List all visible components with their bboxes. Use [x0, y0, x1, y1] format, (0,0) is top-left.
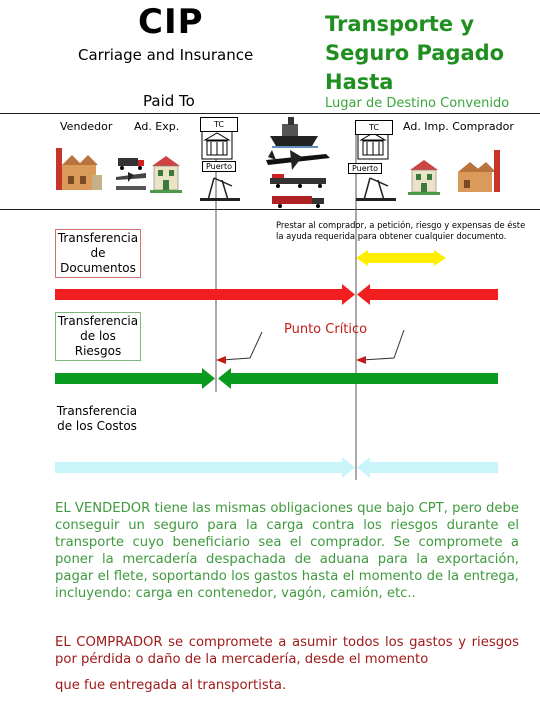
- truck-icon: [118, 158, 144, 170]
- top-divider: [0, 113, 540, 114]
- documentos-help-arrowhead-left: [356, 250, 368, 266]
- documentos-help-arrowhead-right: [434, 250, 446, 266]
- building-icon: [408, 160, 440, 195]
- ad-imp-comprador-label: Ad. Imp. Comprador: [403, 120, 514, 133]
- customs-house-icon: [150, 156, 182, 193]
- documentos-note: Prestar al comprador, a petición, riesgo…: [276, 220, 526, 241]
- factory-icon: [56, 148, 102, 190]
- riesgos-bar-left: [55, 373, 203, 384]
- warehouse-icon: [458, 150, 500, 192]
- box-documentos: Transferencia de Documentos: [55, 229, 141, 278]
- vendedor-paragraph: EL VENDEDOR tiene las mismas obligacione…: [55, 501, 519, 601]
- puerto-right-label: Puerto: [348, 163, 382, 174]
- title-spanish: Transporte y Seguro Pagado Hasta: [325, 12, 505, 94]
- aduana-right-icon: [357, 130, 389, 160]
- punto-critico-pointer-left: [221, 331, 263, 361]
- ship-icon: [270, 117, 318, 148]
- documentos-arrowhead-right: [357, 284, 370, 305]
- lugar-destino-label: Lugar de Destino Convenido: [325, 96, 510, 111]
- crane-icon: [200, 177, 240, 201]
- punto-critico-pointer-right: [361, 329, 405, 361]
- vendedor-label: Vendedor: [60, 120, 113, 133]
- train-icon: [270, 174, 326, 188]
- riesgos-arrowhead-left: [202, 368, 215, 389]
- page-title: CIP: [138, 2, 204, 42]
- box-riesgos: Transferencia de los Riesgos: [55, 312, 141, 361]
- punto-critico-label: Punto Crítico: [284, 322, 368, 337]
- bottom-divider: [0, 209, 540, 210]
- airplane-icon: [266, 150, 330, 170]
- paid-to-label: Paid To: [143, 92, 195, 110]
- comprador-paragraph-end: que fue entregada al transportista.: [55, 678, 287, 693]
- puerto-left-label: Puerto: [202, 161, 236, 172]
- train-icon: [116, 186, 146, 190]
- costos-bar-left: [55, 462, 345, 473]
- truck-icon: [272, 196, 324, 208]
- riesgos-bar-right: [230, 373, 498, 384]
- costos-arrowhead-right: [357, 457, 370, 478]
- tc-left-label: TC: [200, 117, 238, 132]
- subtitle-english: Carriage and Insurance: [78, 46, 254, 64]
- aduana-left-icon: [201, 130, 233, 160]
- airplane-icon: [116, 172, 146, 182]
- costos-bar-right: [368, 462, 498, 473]
- tc-right-label: TC: [355, 120, 393, 135]
- box-costos: Transferencia de los Costos: [55, 403, 139, 450]
- crane-icon: [356, 177, 396, 201]
- documentos-bar-right: [368, 289, 498, 300]
- documentos-arrowhead-left: [342, 284, 355, 305]
- ad-exp-label: Ad. Exp.: [134, 120, 180, 133]
- documentos-bar-left: [55, 289, 345, 300]
- comprador-paragraph: EL COMPRADOR se compromete a asumir todo…: [55, 635, 519, 667]
- riesgos-arrowhead-right: [218, 368, 231, 389]
- costos-arrowhead-left: [342, 457, 355, 478]
